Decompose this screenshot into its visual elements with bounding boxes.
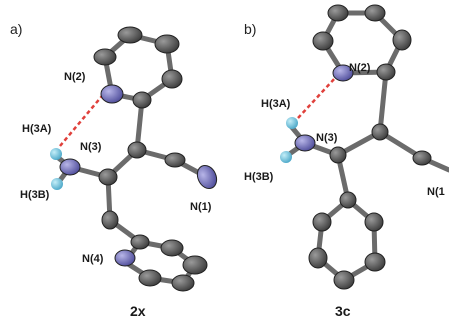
nitrogen-atom	[114, 249, 136, 267]
carbon-atom	[154, 34, 180, 54]
carbon-atom	[308, 247, 328, 269]
atom-label-n2: N(2)	[64, 71, 86, 83]
carbon-atom	[161, 69, 183, 89]
carbon-atom	[164, 152, 186, 168]
atom-label-n1: N(1	[427, 186, 445, 198]
nitrogen-atom	[332, 64, 354, 82]
carbon-atom	[117, 26, 143, 44]
panel-b-label: b)	[244, 21, 256, 37]
carbon-atom	[98, 168, 118, 186]
carbon-atom	[101, 210, 119, 230]
nitrogen-atom	[196, 164, 218, 190]
carbon-atom	[312, 212, 332, 232]
carbon-atom	[171, 274, 195, 292]
carbon-atom	[339, 191, 357, 209]
compound-label-3c: 3c	[335, 303, 351, 319]
atom-label-n3: N(3)	[80, 141, 102, 153]
panel-b-atoms	[280, 4, 432, 290]
carbon-atom	[364, 4, 386, 22]
atom-label-n1: N(1)	[190, 201, 212, 213]
carbon-atom	[132, 91, 152, 109]
carbon-atom	[392, 29, 412, 51]
carbon-atom	[130, 234, 150, 250]
carbon-atom	[327, 4, 349, 22]
carbon-atom	[329, 146, 347, 164]
panel-a-atoms	[50, 26, 218, 292]
carbon-atom	[376, 63, 396, 81]
nitrogen-atom	[59, 158, 81, 176]
panel-a: a)	[10, 21, 218, 319]
atom-label-n3: N(3)	[316, 132, 338, 144]
carbon-atom	[127, 141, 147, 159]
nitrogen-atom	[294, 134, 316, 152]
carbon-atom	[364, 212, 384, 232]
hydrogen-atom	[280, 151, 292, 163]
panel-a-label: a)	[10, 21, 22, 37]
atom-label-n2: N(2)	[349, 62, 371, 74]
panel-b: b)	[244, 4, 449, 319]
carbon-atom	[364, 252, 386, 272]
panel-b-hydrogen-bond	[297, 76, 337, 119]
hydrogen-atom	[51, 178, 63, 190]
atom-label-h3a: H(3A)	[22, 123, 52, 135]
carbon-atom	[182, 255, 208, 275]
carbon-atom	[412, 150, 432, 166]
carbon-atom	[160, 239, 184, 257]
panel-a-hydrogen-bond	[59, 95, 103, 147]
carbon-atom	[371, 123, 389, 141]
carbon-atom	[93, 48, 117, 66]
nitrogen-atom	[100, 84, 124, 104]
compound-label-2x: 2x	[130, 303, 146, 319]
atom-label-h3b: H(3B)	[20, 189, 50, 201]
carbon-atom	[312, 31, 334, 51]
hydrogen-atom	[50, 148, 62, 160]
carbon-atom	[138, 269, 162, 287]
hydrogen-atom	[286, 117, 298, 129]
atom-label-n4: N(4)	[82, 253, 104, 265]
atom-label-h3b: H(3B)	[244, 171, 274, 183]
carbon-atom	[333, 270, 355, 290]
atom-label-h3a: H(3A)	[261, 98, 291, 110]
